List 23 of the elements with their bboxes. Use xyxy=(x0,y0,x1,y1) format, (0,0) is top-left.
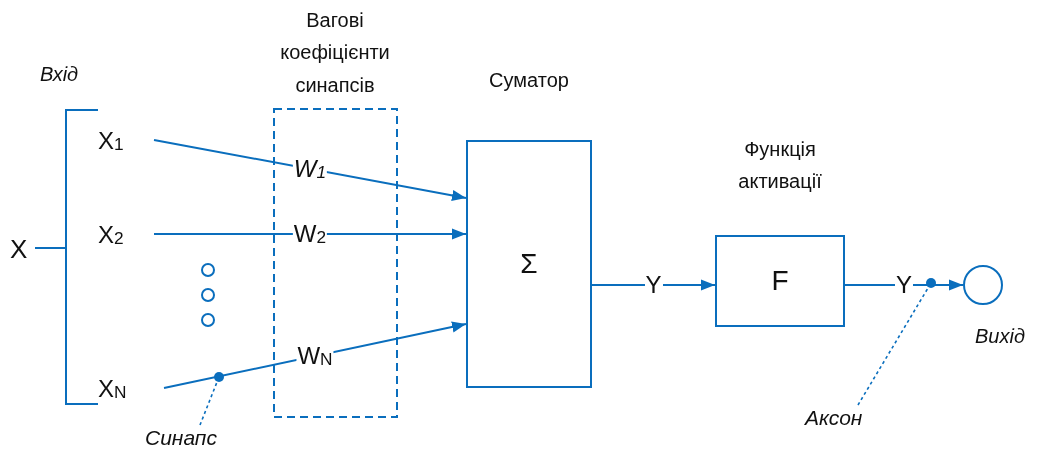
block-title: Суматор xyxy=(488,68,570,93)
arrow xyxy=(153,139,467,201)
arrow xyxy=(844,279,964,291)
group-title: Вагові коефіцієнти синапсів xyxy=(279,8,391,98)
block-symbol: Σ xyxy=(520,250,538,278)
leader-line xyxy=(857,286,930,406)
node-label: Синапс xyxy=(145,425,241,450)
signal-label: X xyxy=(10,236,28,262)
group-caption: Вхід xyxy=(40,64,79,84)
arrow xyxy=(591,279,716,291)
node-label: Аксон xyxy=(805,405,885,431)
edge-label: W$_{2}$ xyxy=(292,222,328,246)
node-caption: Вихід xyxy=(975,325,1025,348)
block-symbol: F xyxy=(771,267,789,295)
edge-label: W$_{1}$ xyxy=(292,157,328,181)
arrow xyxy=(163,321,467,389)
block-title: Функція активації xyxy=(737,137,823,195)
node-label: X$_{N}$ xyxy=(98,374,164,404)
node-label: X$_{2}$ xyxy=(98,220,154,250)
edge-label: W$_{N}$ xyxy=(296,344,334,368)
arrow xyxy=(153,228,467,240)
leader-line xyxy=(199,380,218,426)
node-label: X$_{1}$ xyxy=(98,126,154,156)
